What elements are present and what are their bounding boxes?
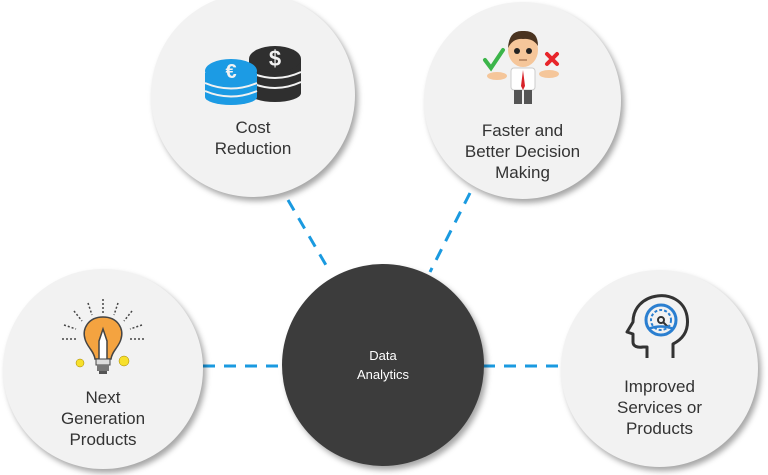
- businessman-decision-icon: [482, 30, 559, 104]
- node-improved-services: Improved Services or Products: [561, 270, 758, 467]
- head-gauge-icon: [625, 294, 689, 358]
- node-label: Cost Reduction: [214, 118, 292, 158]
- node-label: Improved Services or Products: [616, 377, 703, 438]
- node-faster-decision: Faster and Better Decision Making: [424, 2, 621, 199]
- svg-text:$: $: [269, 46, 281, 71]
- coins-icon: $ €: [204, 46, 302, 105]
- center-label: Data Analytics: [356, 348, 410, 382]
- lightbulb-icon: [62, 299, 144, 374]
- node-label: Faster and Better Decision Making: [464, 121, 581, 182]
- center-node-data-analytics: Data Analytics: [282, 264, 484, 466]
- connector-cost: [286, 199, 332, 273]
- node-next-generation: Next Generation Products: [3, 269, 203, 469]
- node-cost-reduction: $ € Cost Reduction: [151, 0, 355, 197]
- connector-decision: [428, 192, 472, 273]
- svg-text:€: €: [225, 61, 236, 83]
- node-label: Next Generation Products: [60, 388, 146, 449]
